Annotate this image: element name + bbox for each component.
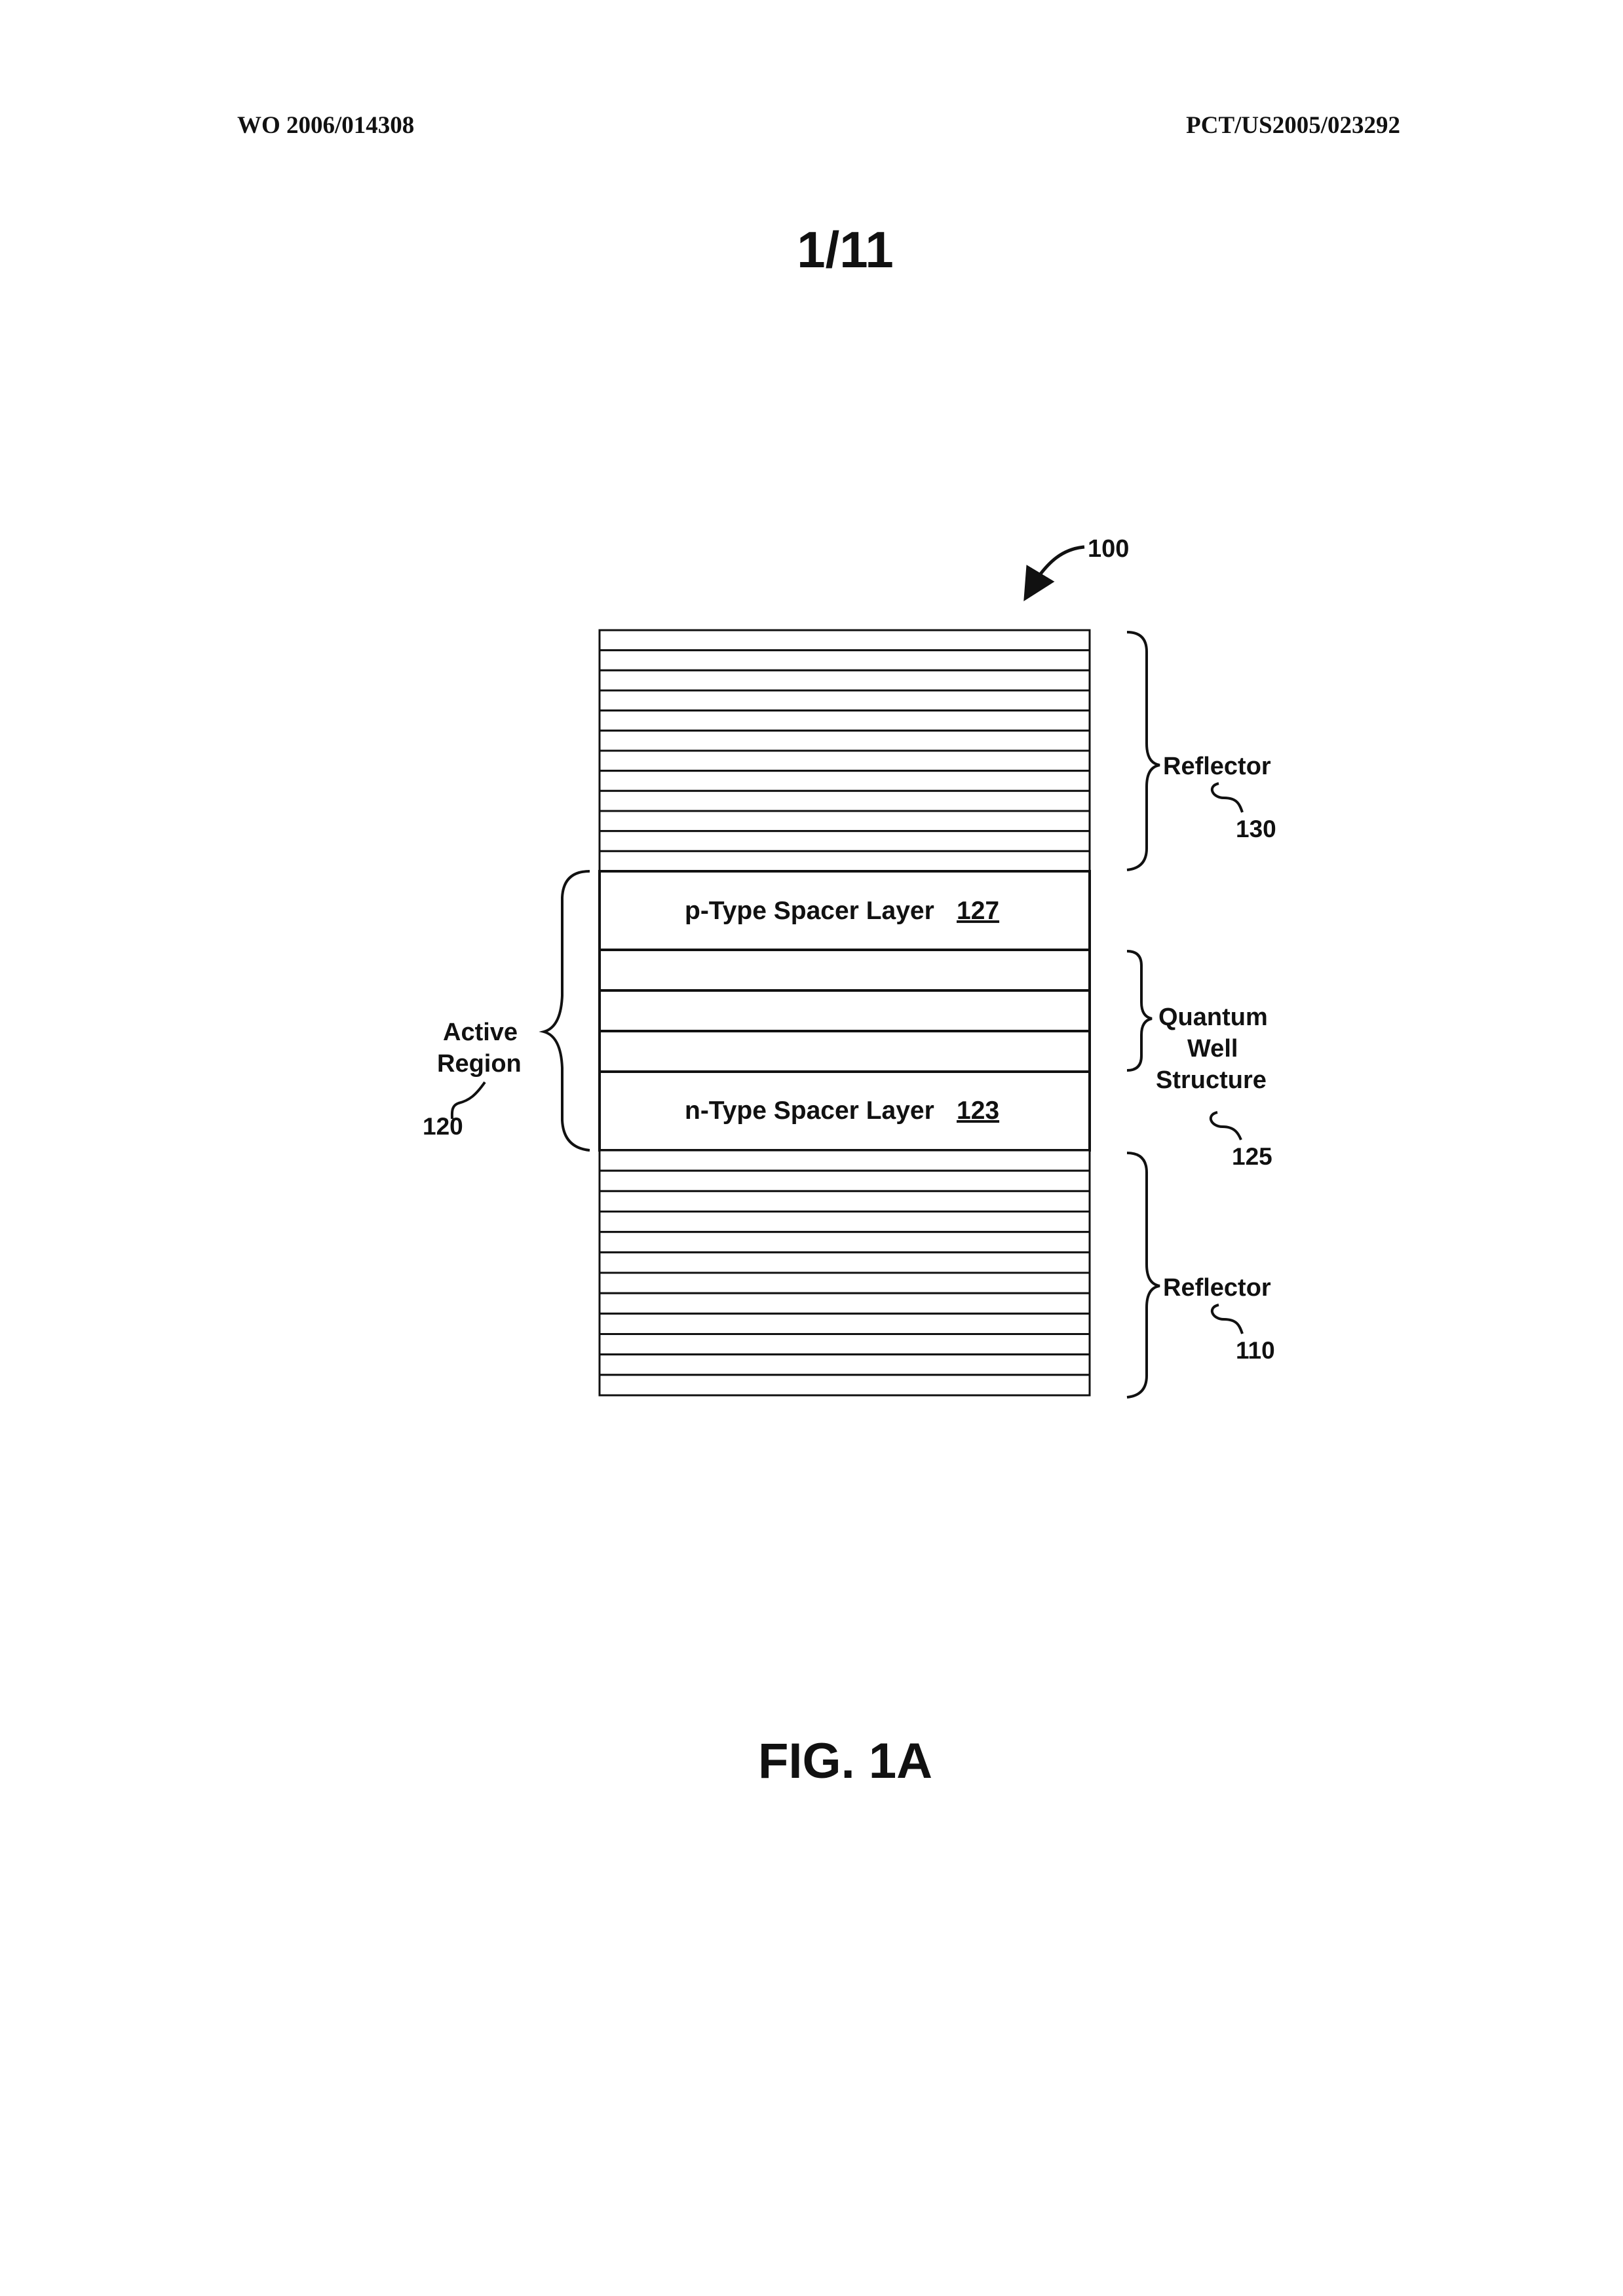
quantum-well-label-line1: Quantum <box>1158 1004 1268 1031</box>
bottom-reflector-leader <box>1212 1305 1242 1334</box>
p-spacer-text: p-Type Spacer Layer <box>685 897 934 925</box>
p-spacer-ref: 127 <box>957 897 999 925</box>
bottom-reflector-layer <box>600 1252 1090 1273</box>
bottom-reflector-layer <box>600 1232 1090 1252</box>
top-reflector-layer <box>600 811 1090 831</box>
top-reflector-layer <box>600 690 1090 711</box>
top-reflector-layer <box>600 670 1090 690</box>
top-reflector-layer <box>600 851 1090 871</box>
bottom-reflector-layer <box>600 1313 1090 1334</box>
device-ref-arrow <box>1029 547 1084 593</box>
top-reflector-leader <box>1212 783 1242 812</box>
active-region-label-line2: Region <box>437 1050 522 1078</box>
active-region-label-line1: Active <box>443 1019 518 1046</box>
top-reflector-ref: 130 <box>1236 816 1276 842</box>
top-reflector-label: Reflector <box>1163 753 1271 780</box>
bottom-reflector-layer <box>600 1293 1090 1313</box>
top-reflector-layer <box>600 650 1090 671</box>
quantum-well-label-line3: Structure <box>1156 1066 1267 1094</box>
active-region-brace <box>544 871 590 1150</box>
bottom-reflector-layer <box>600 1212 1090 1232</box>
top-reflector-layer <box>600 791 1090 811</box>
quantum-well-brace <box>1127 951 1152 1070</box>
n-spacer-ref: 123 <box>957 1097 999 1125</box>
top-reflector-brace <box>1127 632 1160 870</box>
top-reflector-layer <box>600 831 1090 852</box>
top-reflector-layer <box>600 630 1090 650</box>
quantum-well-label-line2: Well <box>1187 1035 1238 1063</box>
quantum-well-layers <box>600 950 1090 1072</box>
n-spacer-text: n-Type Spacer Layer <box>685 1097 934 1125</box>
top-reflector-layer <box>600 730 1090 751</box>
bottom-reflector-ref: 110 <box>1236 1337 1275 1364</box>
bottom-reflector-layer <box>600 1150 1090 1171</box>
top-reflector-layer <box>600 771 1090 791</box>
n-type-spacer-layer: n-Type Spacer Layer 123 <box>600 1072 1090 1150</box>
bottom-reflector-brace <box>1127 1153 1160 1397</box>
top-reflector-layer <box>600 711 1090 731</box>
device-ref-label: 100 <box>1088 535 1129 563</box>
bottom-reflector-layer <box>600 1355 1090 1375</box>
bottom-reflector-layer <box>600 1375 1090 1395</box>
quantum-well-leader <box>1211 1112 1241 1140</box>
active-region-ref: 120 <box>423 1113 463 1140</box>
quantum-well-ref: 125 <box>1232 1143 1272 1170</box>
top-reflector-layer <box>600 751 1090 771</box>
bottom-reflector-layer <box>600 1273 1090 1293</box>
bottom-reflector-label: Reflector <box>1163 1274 1271 1302</box>
top-reflector-stack <box>600 630 1090 871</box>
figure-label: FIG. 1A <box>0 1733 1623 1790</box>
bottom-reflector-layer <box>600 1334 1090 1355</box>
bottom-reflector-layer <box>600 1171 1090 1191</box>
bottom-reflector-layer <box>600 1191 1090 1211</box>
bottom-reflector-stack <box>600 1150 1090 1395</box>
p-type-spacer-layer: p-Type Spacer Layer 127 <box>600 871 1090 950</box>
